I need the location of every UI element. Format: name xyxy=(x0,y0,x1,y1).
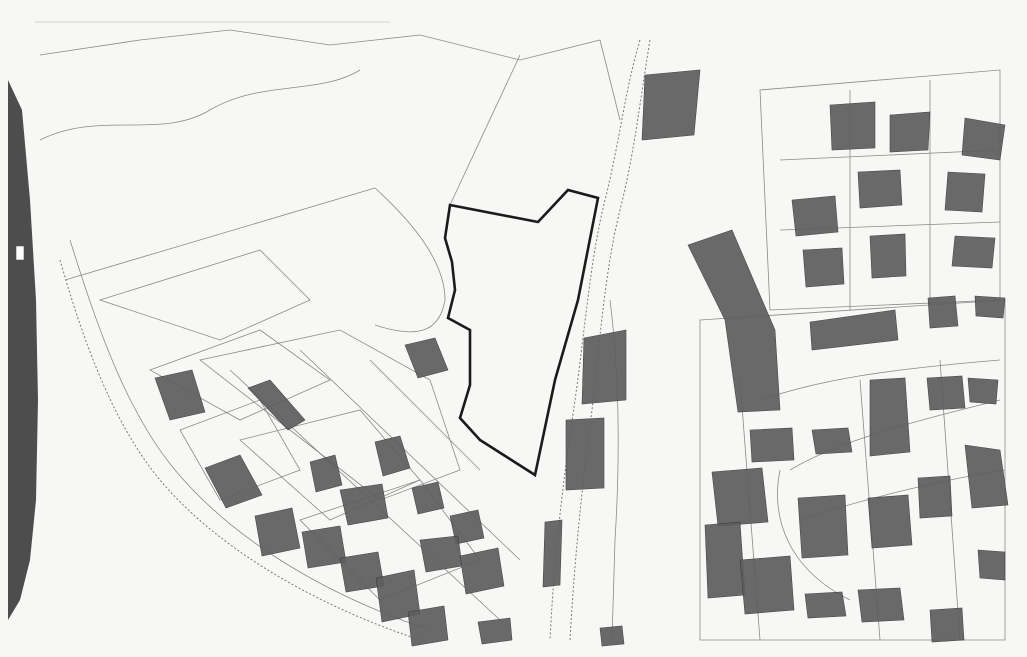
left-road-edge xyxy=(69,239,431,631)
stream-east-bank xyxy=(569,39,651,641)
field-lines-west xyxy=(98,249,331,421)
left-edge-band xyxy=(8,80,38,620)
north-diagonal-line xyxy=(449,54,521,206)
buildings xyxy=(154,69,1009,647)
stream-west-bank xyxy=(549,39,641,641)
left-curved-road xyxy=(59,259,421,641)
long-diagonal-boundary xyxy=(64,187,376,281)
west-edge-marker xyxy=(15,245,25,261)
north-curved-path xyxy=(39,69,361,141)
field-boundary-center xyxy=(374,187,446,333)
subject-parcel xyxy=(443,188,600,478)
north-field-boundary xyxy=(39,29,621,121)
